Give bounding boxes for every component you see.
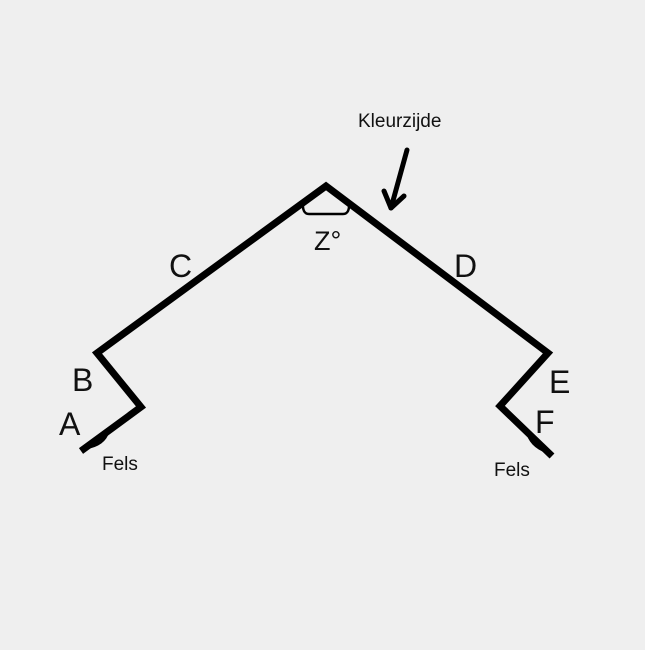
color-side-label: Kleurzijde <box>358 111 442 132</box>
apex-angle-marker <box>301 201 351 216</box>
segment-label-b: B <box>72 362 94 398</box>
segment-label-f: F <box>535 404 555 440</box>
segment-label-d: D <box>454 248 478 284</box>
fold-label-left: Fels <box>102 454 138 475</box>
apex-angle-label: Z° <box>314 226 342 256</box>
segment-label-c: C <box>169 248 193 284</box>
fold-marker-right <box>525 430 548 454</box>
segment-label-e: E <box>549 364 571 400</box>
fold-marker-left <box>85 431 110 450</box>
color-side-arrow-icon <box>381 147 410 211</box>
fold-label-right: Fels <box>494 460 530 481</box>
segment-label-a: A <box>59 406 81 442</box>
profile-outline <box>78 181 555 459</box>
